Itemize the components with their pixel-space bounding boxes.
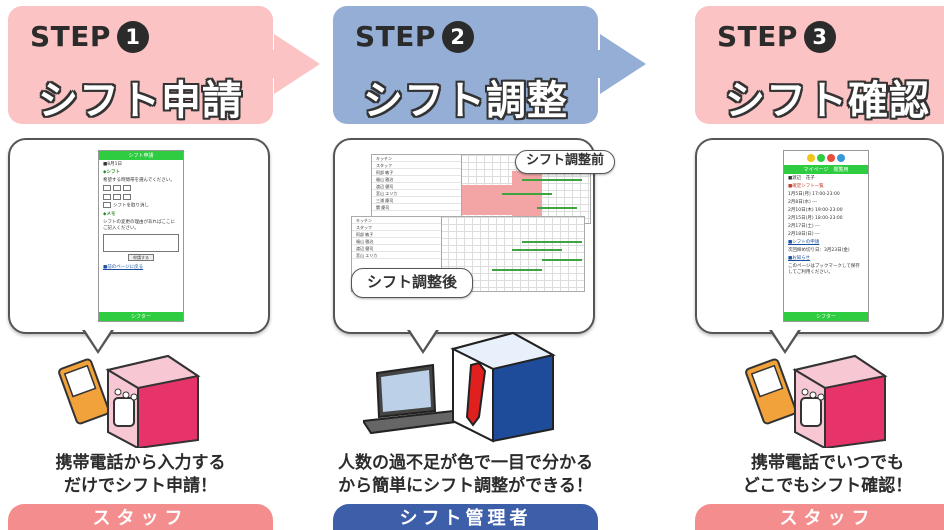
step-2-heading: STEP 2 (355, 20, 474, 53)
step-2-speech-bubble: キッチン スタッフ 阿部 敏子 福山 雅治 渡辺 健司 宮山 エリカ 三浦 慶司… (333, 138, 615, 334)
step-1-number-badge: 1 (116, 20, 149, 53)
phone-memo-textarea (103, 233, 179, 252)
step-3-description: 携帯電話でいつでも どこでもシフト確認！ (742, 453, 913, 496)
phone-memo-section: ◆メモ (103, 211, 116, 217)
step-1-title: シフト申請 (38, 78, 243, 124)
phone-header: マイページ 閲覧用 (784, 165, 868, 174)
step-1-speech-bubble: シフト申請 ■8月1日 ◆シフト 希望する時間帯を選んでください。 シフトを取り… (8, 138, 270, 334)
phone-footer: シフター (99, 312, 183, 321)
app-logo-icon (784, 151, 868, 165)
step-1-heading: STEP 1 (30, 20, 149, 53)
step-1-column: STEP 1 シフト申請 シフト申請 ■8月1日 ◆シフト 希望する時間帯を選ん… (8, 0, 273, 530)
step-2-description: 人数の過不足が色で一目で分かる から簡単にシフト調整ができる！ (338, 453, 593, 496)
phone-header: シフト申請 (99, 151, 183, 160)
phone-submit-button: 申請する (128, 253, 154, 261)
step-1-description: 携帯電話から入力する だけでシフト申請！ (55, 453, 226, 496)
step-2-title: シフト調整 (363, 78, 568, 124)
phone-shift-hint: 希望する時間帯を選んでください。 (103, 178, 175, 183)
arrow-step2-to-step3 (600, 34, 646, 94)
phone-time-start (99, 184, 183, 193)
phone-news-title: ■シフトの申請 (788, 240, 820, 245)
phone-cancel-check: シフトを取り消し (99, 201, 183, 210)
staff-mascot-with-phone-icon (745, 354, 888, 448)
manager-mascot-with-laptop-icon (363, 331, 556, 443)
shift-request-phone-screen: シフト申請 ■8月1日 ◆シフト 希望する時間帯を選んでください。 シフトを取り… (98, 150, 184, 322)
shift-confirm-phone-screen: マイページ 閲覧用 ■渡辺 花子 ■確定シフト一覧 1月5日(月) 17:00-… (783, 150, 869, 322)
phone-footer: シフター (784, 312, 868, 321)
step-2-label: STEP (355, 20, 436, 53)
step-3-role-badge: スタッフ (695, 504, 944, 530)
shift-before-label: シフト調整前 (515, 150, 615, 174)
step-1-role-badge: スタッフ (8, 504, 273, 530)
phone-time-end (99, 193, 183, 202)
phone-user: ■渡辺 花子 (788, 176, 815, 181)
step-1-label: STEP (30, 20, 111, 53)
shift-after-label: シフト調整後 (351, 268, 473, 298)
step-1-banner: STEP 1 シフト申請 (8, 6, 273, 124)
step-2-column: STEP 2 シフト調整 キッチン スタッフ 阿部 敏子 福山 雅治 渡辺 健司… (333, 0, 615, 530)
phone-info-item: このページはブックマークして保存してご利用ください。 (788, 264, 860, 275)
step-2-role-badge: シフト管理者 (333, 504, 598, 530)
phone-list-title: ■確定シフト一覧 (788, 184, 824, 189)
step-3-label: STEP (717, 20, 798, 53)
step-3-heading: STEP 3 (717, 20, 836, 53)
phone-date: ■8月1日 (103, 162, 122, 167)
phone-back-link: ■前のページに戻る (103, 264, 144, 270)
step-3-speech-bubble: マイページ 閲覧用 ■渡辺 花子 ■確定シフト一覧 1月5日(月) 17:00-… (695, 138, 944, 334)
phone-news-item: 次回締め切り日：3月23日(金) (788, 248, 850, 253)
step-3-column: STEP 3 シフト確認 マイページ 閲覧用 ■渡辺 花子 ■確定シフト一覧 1… (695, 0, 944, 530)
step-3-banner: STEP 3 シフト確認 (695, 6, 944, 124)
phone-shift-section: ◆シフト (103, 170, 120, 175)
staff-mascot-with-phone-icon (58, 354, 201, 448)
step-2-number-badge: 2 (441, 20, 474, 53)
step-3-number-badge: 3 (803, 20, 836, 53)
step-2-banner: STEP 2 シフト調整 (333, 6, 598, 124)
step-3-title: シフト確認 (725, 78, 930, 124)
phone-memo-hint: シフトの変更の理由があればここにご記入ください。 (103, 219, 175, 231)
phone-info-title: ■お知らせ (788, 256, 811, 261)
arrow-step1-to-step2 (274, 34, 320, 94)
